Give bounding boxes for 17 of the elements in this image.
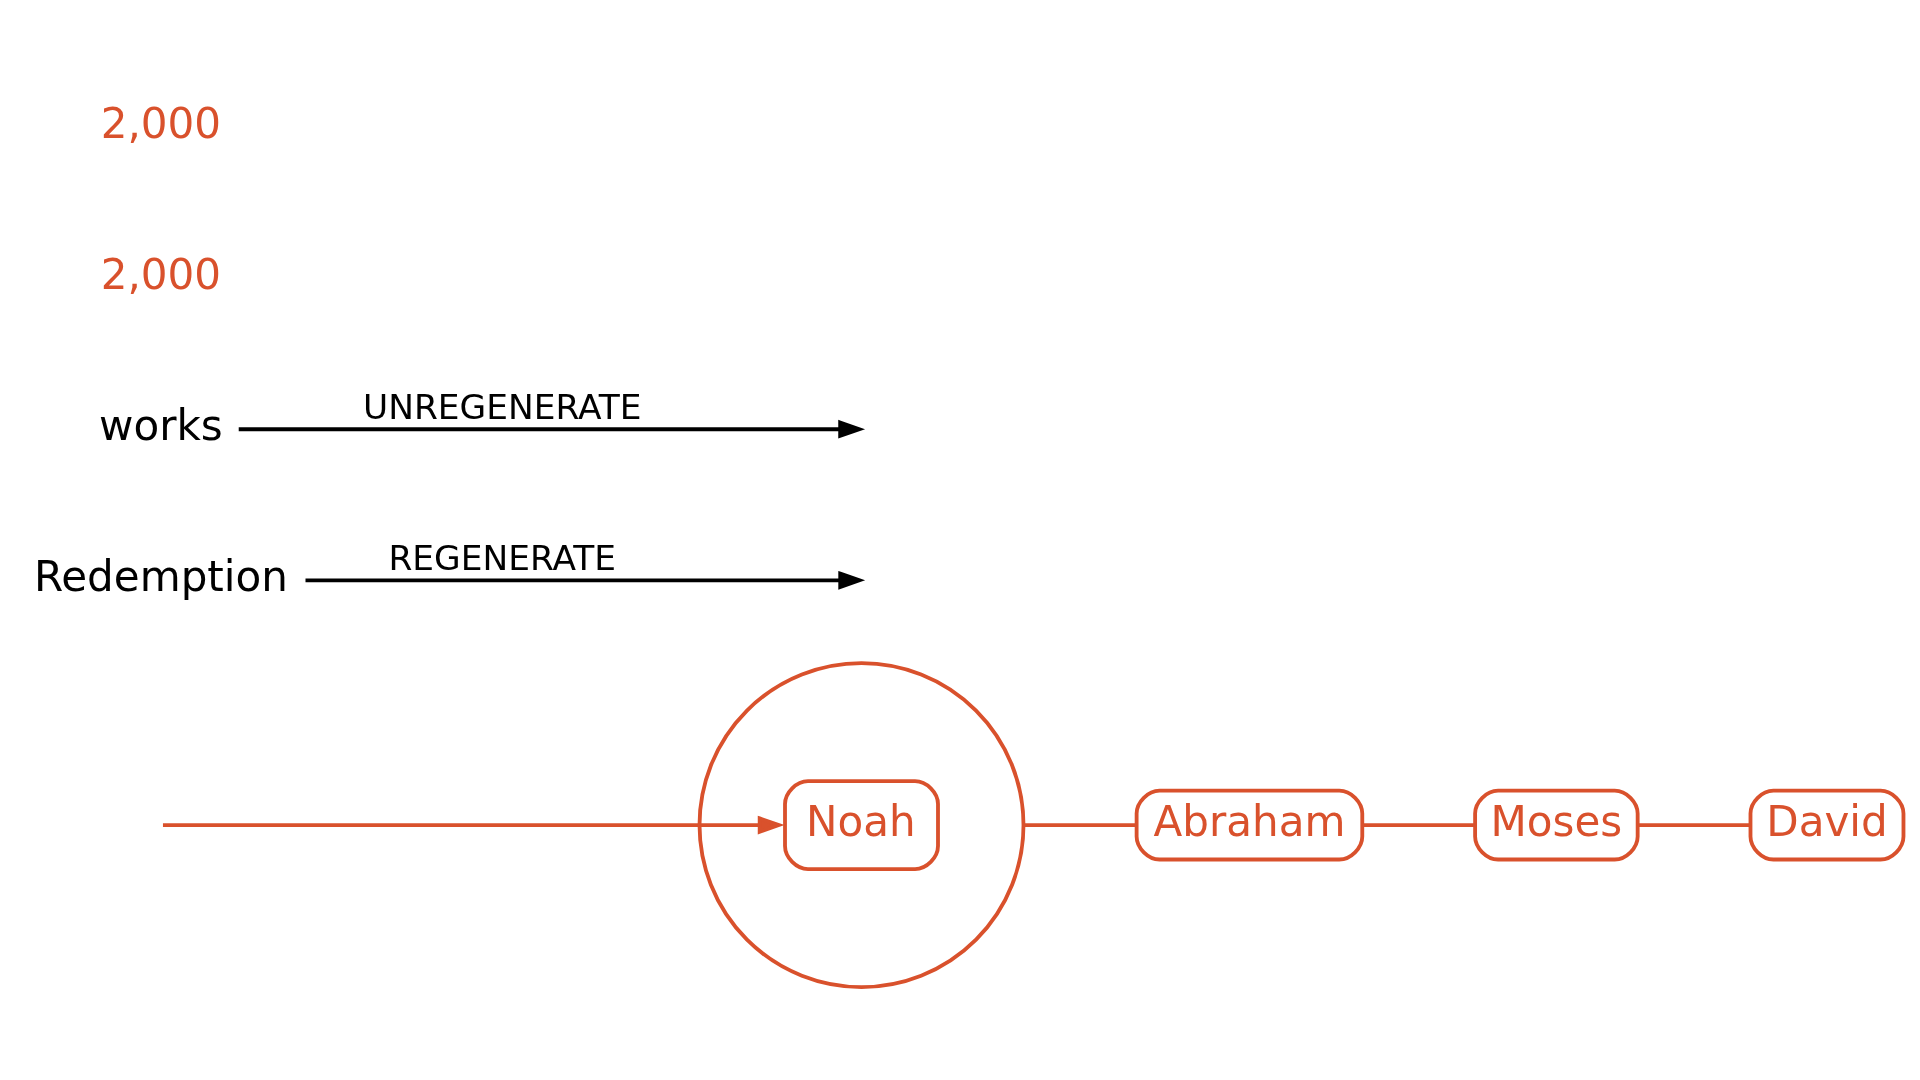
arrow: [305, 570, 866, 590]
node-box: Moses: [1473, 788, 1640, 862]
arrow: [238, 419, 866, 439]
cluster: [697, 661, 1026, 989]
node-box: Abraham: [1134, 788, 1365, 862]
edge-label: REGENERATE: [388, 537, 617, 578]
label: 2,000: [100, 249, 222, 299]
connector: [1638, 823, 1750, 827]
edge-label: UNREGENERATE: [362, 386, 642, 427]
node-text: works: [99, 400, 223, 450]
arrow: [162, 815, 785, 835]
label: 2,000: [100, 98, 222, 148]
connector: [1362, 823, 1475, 827]
connector: [1024, 823, 1137, 827]
node-text: Redemption: [33, 552, 288, 602]
node-text: Noah: [806, 796, 916, 846]
node-box: David: [1748, 788, 1906, 862]
